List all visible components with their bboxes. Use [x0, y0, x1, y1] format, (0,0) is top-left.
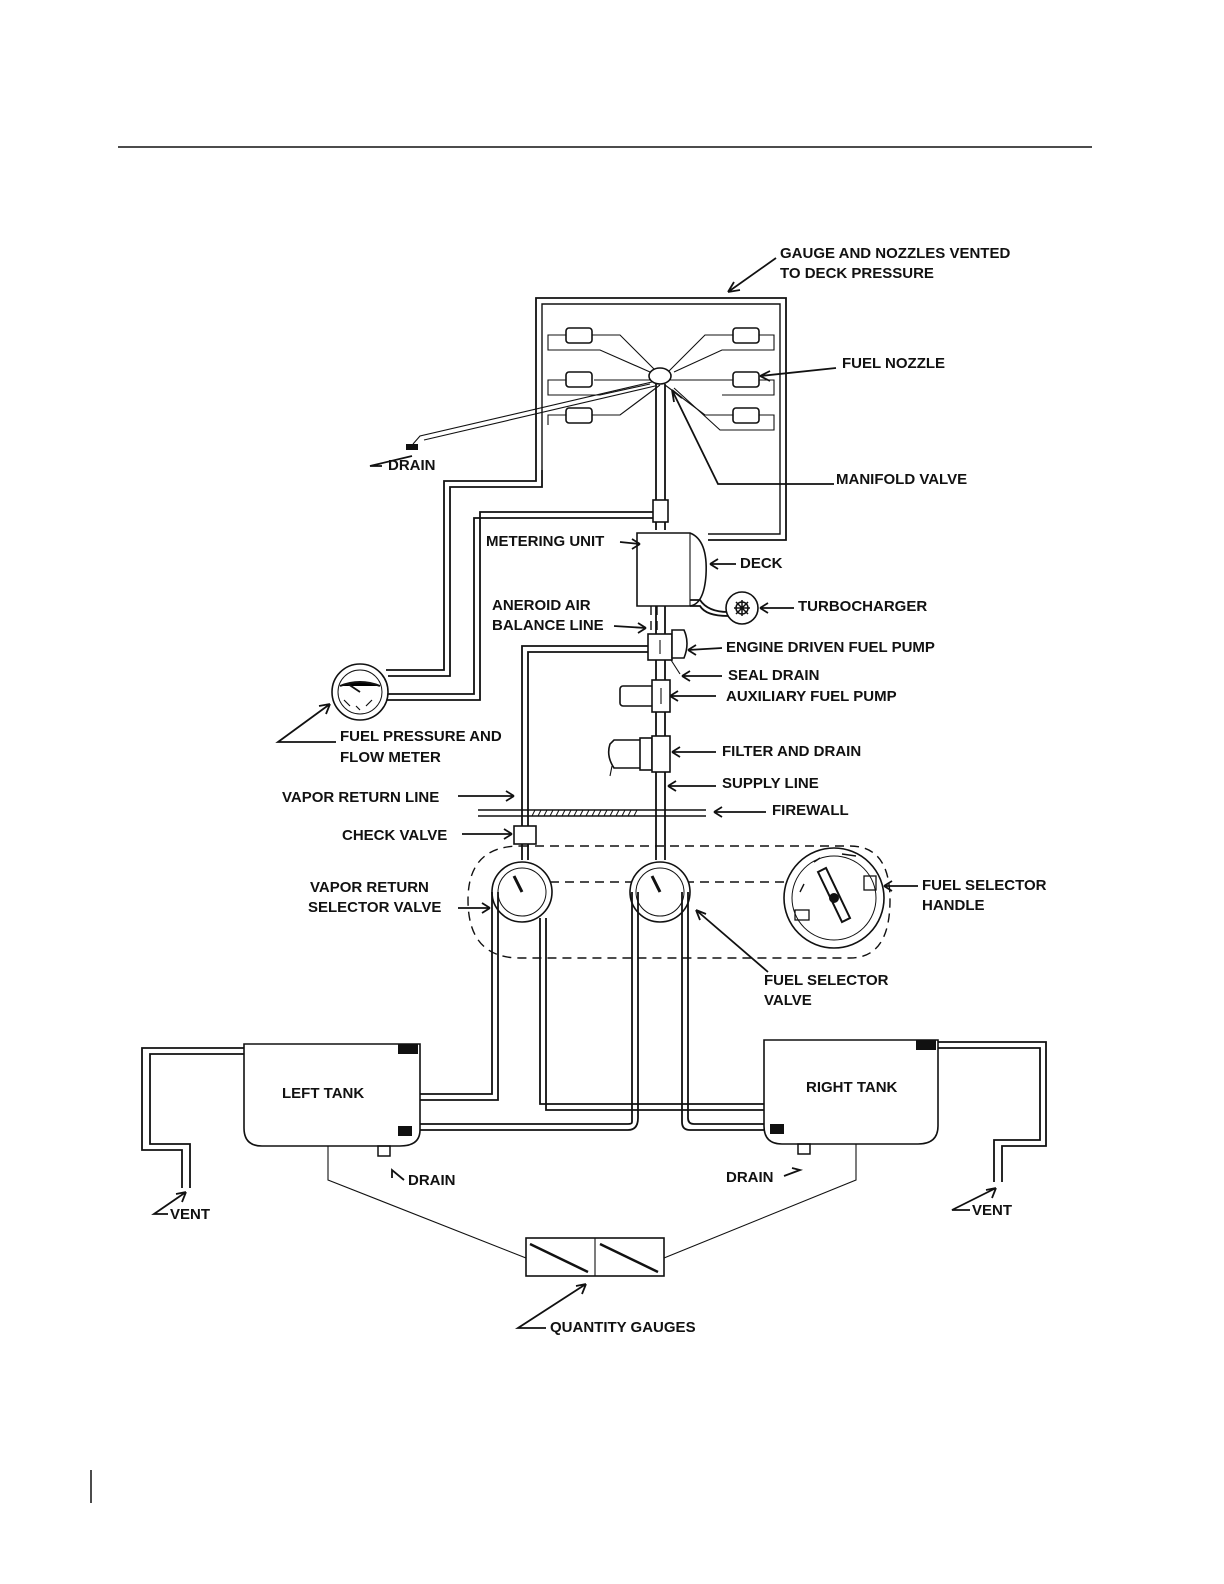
vapor-return-selector-valve: [491, 861, 553, 923]
label-firewall: FIREWALL: [772, 802, 849, 819]
label-fuel-selector-valve-2: VALVE: [764, 992, 812, 1009]
label-drain-left: DRAIN: [408, 1172, 456, 1189]
metering-unit: [636, 532, 707, 607]
check-valve: [513, 825, 537, 845]
auxiliary-pump: [619, 679, 671, 713]
gauge-wiring: [327, 1144, 857, 1259]
label-fuel-selector-valve-1: FUEL SELECTOR: [764, 972, 889, 989]
aneroid-balance-line: [650, 606, 658, 632]
label-selector-handle-1: FUEL SELECTOR: [922, 877, 1047, 894]
quantity-gauges: [525, 1237, 665, 1277]
fuel-flow-meter: [331, 663, 389, 721]
leader-arrows: [151, 257, 997, 1329]
label-filter-drain: FILTER AND DRAIN: [722, 743, 861, 760]
label-drain-right: DRAIN: [726, 1169, 774, 1186]
label-aneroid-1: ANEROID AIR: [492, 597, 591, 614]
right-tank: [763, 1039, 939, 1145]
label-aux-pump: AUXILIARY FUEL PUMP: [726, 688, 897, 705]
label-seal-drain: SEAL DRAIN: [728, 667, 819, 684]
label-supply-line: SUPPLY LINE: [722, 775, 819, 792]
label-left-tank: LEFT TANK: [282, 1085, 364, 1102]
label-selector-handle-2: HANDLE: [922, 897, 985, 914]
label-engine-pump: ENGINE DRIVEN FUEL PUMP: [726, 639, 935, 656]
manifold-drain-line: [412, 381, 656, 445]
fuel-filter: [607, 735, 671, 777]
label-drain-top: DRAIN: [388, 457, 436, 474]
label-fuel-nozzle: FUEL NOZZLE: [842, 355, 945, 372]
label-vent-left: VENT: [170, 1206, 210, 1223]
manifold-fitting: [652, 499, 669, 523]
left-tank-drain: [377, 1145, 391, 1157]
label-turbocharger: TURBOCHARGER: [798, 598, 927, 615]
label-check-valve: CHECK VALVE: [342, 827, 447, 844]
label-fuel-pressure-2: FLOW METER: [340, 749, 441, 766]
label-vent-right: VENT: [972, 1202, 1012, 1219]
left-tank: [243, 1043, 421, 1147]
turbocharger: [690, 591, 759, 625]
gauge-line: [384, 511, 653, 701]
label-aneroid-2: BALANCE LINE: [492, 617, 604, 634]
left-vent-line: [141, 1047, 244, 1188]
gauge-vent-line: [386, 470, 543, 677]
engine-driven-pump: [647, 629, 688, 675]
deck-pressure-loop: [535, 297, 787, 541]
fuel-selector-to-left-feed: [400, 892, 639, 1131]
label-right-tank: RIGHT TANK: [806, 1079, 898, 1096]
label-gauge-vented-2: TO DECK PRESSURE: [780, 265, 934, 282]
right-tank-drain: [797, 1143, 811, 1155]
fuel-nozzles: [565, 327, 760, 424]
vapor-return-line: [521, 645, 648, 860]
label-manifold-valve: MANIFOLD VALVE: [836, 471, 967, 488]
manifold-valve: [648, 367, 672, 385]
label-vapor-selector-2: SELECTOR VALVE: [308, 899, 441, 916]
label-fuel-pressure-1: FUEL PRESSURE AND: [340, 728, 502, 745]
manifold-drain-fitting: [406, 444, 418, 450]
right-vent-line: [938, 1041, 1047, 1182]
selector-enclosure: [467, 845, 891, 959]
vapor-return-to-left-tank: [420, 892, 499, 1101]
fuel-selector-valve: [629, 861, 691, 923]
label-gauge-vented-1: GAUGE AND NOZZLES VENTED: [780, 245, 1010, 262]
label-quantity-gauges: QUANTITY GAUGES: [550, 1319, 696, 1336]
label-vapor-selector-1: VAPOR RETURN: [310, 879, 429, 896]
selector-to-right-tank-vapor: [539, 918, 764, 1111]
label-deck: DECK: [740, 555, 783, 572]
fuel-selector-to-right-feed: [681, 892, 774, 1131]
fuel-selector-handle: [783, 847, 885, 949]
nozzle-lines: [547, 334, 775, 431]
label-metering-unit: METERING UNIT: [486, 533, 604, 550]
firewall: [478, 809, 706, 817]
label-vapor-return-line: VAPOR RETURN LINE: [282, 789, 439, 806]
